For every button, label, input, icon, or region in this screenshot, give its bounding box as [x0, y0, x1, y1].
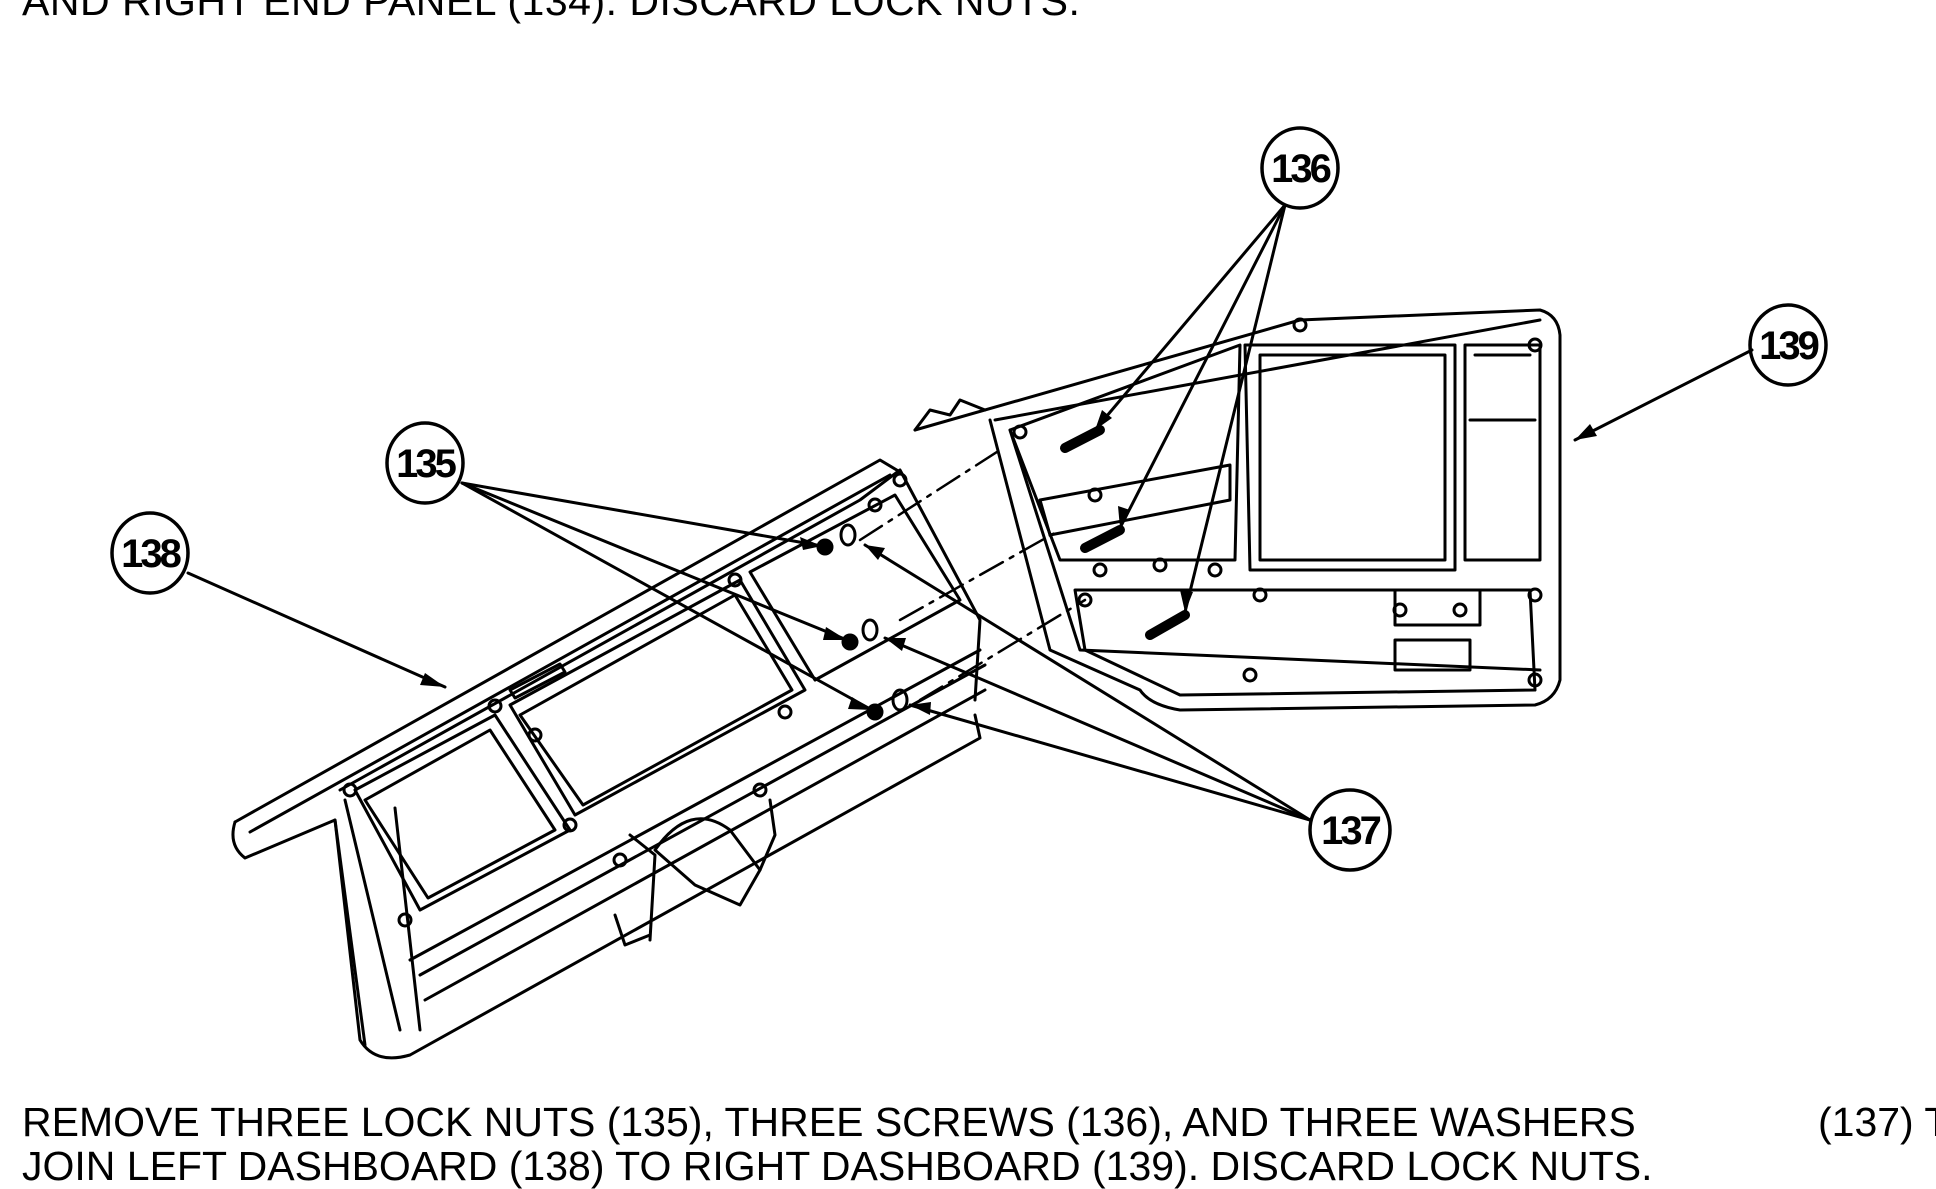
instruction-line-1-tail: (137) T: [1818, 1099, 1936, 1145]
instruction-line-2: JOIN LEFT DASHBOARD (138) TO RIGHT DASHB…: [22, 1143, 1653, 1189]
leader-lines: [186, 203, 1754, 822]
callout-139: 139: [1759, 324, 1818, 368]
instruction-line-1: REMOVE THREE LOCK NUTS (135), THREE SCRE…: [22, 1099, 1636, 1145]
callout-135: 135: [396, 442, 456, 486]
instruction-text-bottom: REMOVE THREE LOCK NUTS (135), THREE SCRE…: [22, 1099, 1936, 1189]
callout-circles: [110, 126, 1828, 872]
left-dashboard-drawing: [231, 458, 987, 1060]
fastener-parts: [816, 425, 1190, 721]
callout-136: 136: [1271, 147, 1330, 191]
right-dashboard-drawing: [913, 308, 1562, 712]
arrowheads: [420, 410, 1597, 715]
callout-138: 138: [121, 532, 181, 576]
callout-137: 137: [1321, 809, 1380, 853]
instruction-text-top: AND RIGHT END PANEL (134). DISCARD LOCK …: [22, 0, 1081, 24]
